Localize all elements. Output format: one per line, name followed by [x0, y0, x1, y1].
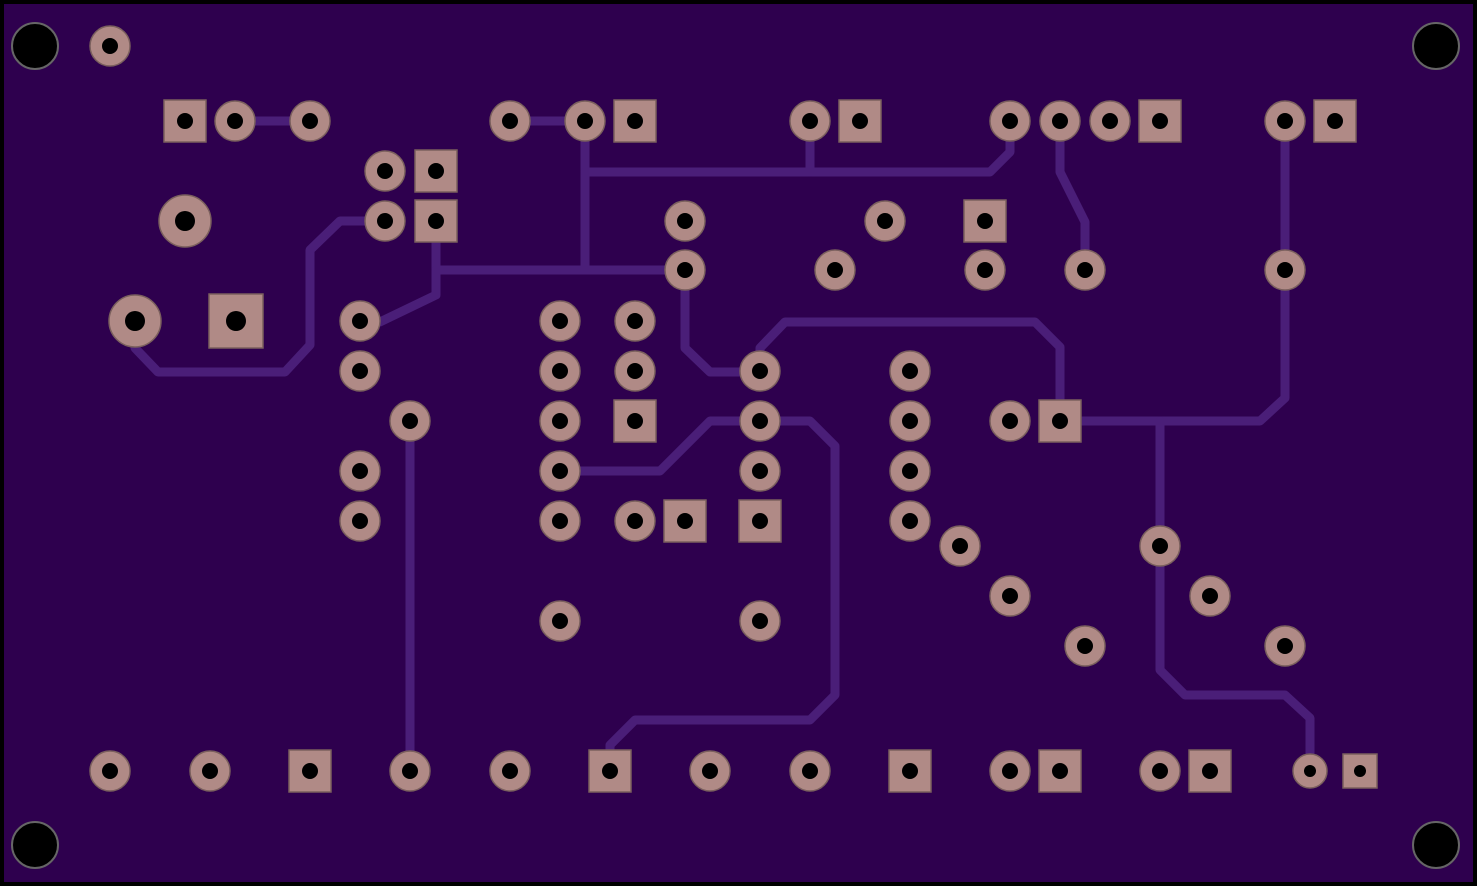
round-pad-icon: [1139, 525, 1181, 567]
square-pad-icon: [613, 399, 657, 443]
round-pad-icon: [739, 450, 781, 492]
round-pad-icon: [614, 300, 656, 342]
square-pad-icon: [163, 99, 207, 143]
round-pad-icon: [189, 750, 231, 792]
round-pad-icon: [889, 400, 931, 442]
round-pad-icon: [889, 500, 931, 542]
round-pad-icon: [989, 100, 1031, 142]
round-pad-icon: [364, 200, 406, 242]
round-pad-icon: [739, 350, 781, 392]
round-pad-icon: [889, 450, 931, 492]
round-pad-icon: [864, 200, 906, 242]
round-pad-icon: [1064, 625, 1106, 667]
round-pad-icon: [964, 249, 1006, 291]
round-pad-icon: [489, 100, 531, 142]
round-pad-icon: [689, 750, 731, 792]
round-pad-icon: [89, 750, 131, 792]
copper-trace: [555, 416, 840, 775]
copper-trace: [130, 216, 390, 377]
square-pad-icon: [1138, 99, 1182, 143]
copper-trace: [680, 265, 765, 377]
round-pad-icon: [339, 350, 381, 392]
round-pad-icon: [1039, 100, 1081, 142]
round-pad-icon: [339, 450, 381, 492]
round-pad-icon: [614, 350, 656, 392]
round-pad-icon: [1292, 753, 1328, 789]
mounting-hole-layer: [11, 22, 1460, 869]
round-pad-icon: [889, 350, 931, 392]
round-pad-icon: [389, 400, 431, 442]
round-pad-icon: [539, 500, 581, 542]
round-pad-icon: [614, 500, 656, 542]
square-pad-icon: [414, 199, 458, 243]
square-pad-icon: [963, 199, 1007, 243]
square-pad-icon: [288, 749, 332, 793]
round-pad-icon: [89, 25, 131, 67]
round-pad-icon: [1264, 625, 1306, 667]
square-pad-icon: [588, 749, 632, 793]
mounting-hole-icon: [11, 22, 59, 70]
round-pad-icon: [989, 750, 1031, 792]
round-pad-icon: [289, 100, 331, 142]
round-pad-icon: [1264, 249, 1306, 291]
square-pad-icon: [888, 749, 932, 793]
round-pad-icon: [1264, 100, 1306, 142]
round-pad-icon: [158, 194, 212, 248]
round-pad-icon: [789, 100, 831, 142]
square-pad-icon: [1038, 399, 1082, 443]
square-pad-icon: [1342, 753, 1378, 789]
round-pad-icon: [989, 575, 1031, 617]
round-pad-icon: [389, 750, 431, 792]
round-pad-icon: [214, 100, 256, 142]
round-pad-icon: [108, 294, 162, 348]
round-pad-icon: [339, 500, 381, 542]
mounting-hole-icon: [1412, 821, 1460, 869]
round-pad-icon: [564, 100, 606, 142]
round-pad-icon: [1089, 100, 1131, 142]
round-pad-icon: [1064, 249, 1106, 291]
round-pad-icon: [1189, 575, 1231, 617]
round-pad-icon: [339, 300, 381, 342]
round-pad-icon: [814, 249, 856, 291]
square-pad-icon: [738, 499, 782, 543]
round-pad-icon: [364, 150, 406, 192]
round-pad-icon: [489, 750, 531, 792]
round-pad-icon: [789, 750, 831, 792]
square-pad-icon: [838, 99, 882, 143]
pad-layer: [89, 25, 1378, 793]
square-pad-icon: [414, 149, 458, 193]
round-pad-icon: [539, 600, 581, 642]
round-pad-icon: [539, 300, 581, 342]
copper-trace: [1055, 116, 1090, 275]
round-pad-icon: [539, 350, 581, 392]
round-pad-icon: [539, 400, 581, 442]
mounting-hole-icon: [11, 821, 59, 869]
copper-trace: [1155, 416, 1315, 775]
round-pad-icon: [739, 600, 781, 642]
square-pad-icon: [208, 293, 264, 349]
square-pad-icon: [613, 99, 657, 143]
round-pad-icon: [989, 400, 1031, 442]
round-pad-icon: [664, 200, 706, 242]
square-pad-icon: [1313, 99, 1357, 143]
round-pad-icon: [539, 450, 581, 492]
mounting-hole-icon: [1412, 22, 1460, 70]
square-pad-icon: [1188, 749, 1232, 793]
round-pad-icon: [739, 400, 781, 442]
square-pad-icon: [663, 499, 707, 543]
round-pad-icon: [939, 525, 981, 567]
round-pad-icon: [1139, 750, 1181, 792]
square-pad-icon: [1038, 749, 1082, 793]
round-pad-icon: [664, 249, 706, 291]
